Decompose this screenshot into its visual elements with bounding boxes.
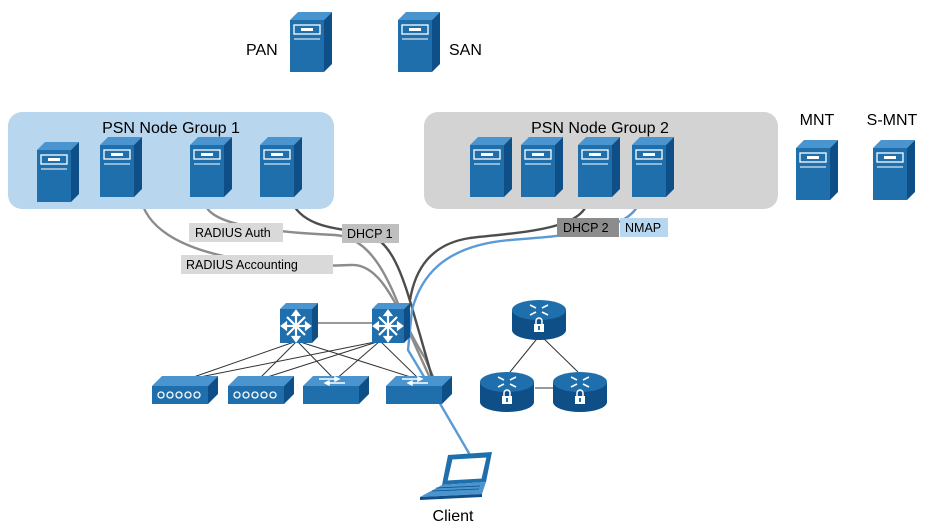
psn-node-group-1: PSN Node Group 1 — [8, 112, 334, 209]
link-dhcp-2: DHCP 2 — [557, 218, 619, 237]
laptop-icon — [420, 452, 492, 500]
radius-accounting-label: RADIUS Accounting — [186, 258, 298, 272]
switch-icon — [385, 375, 453, 405]
hub-icon — [227, 375, 295, 405]
radius-auth-tag — [189, 223, 283, 242]
router-icon — [479, 371, 535, 413]
group-1-title: PSN Node Group 1 — [102, 120, 240, 137]
client-laptop: Client — [420, 452, 492, 525]
psn-node-group-2: PSN Node Group 2 — [424, 112, 778, 209]
router-icon — [552, 371, 608, 413]
group-2-title: PSN Node Group 2 — [531, 120, 669, 137]
link-dhcp-1: DHCP 1 — [342, 224, 399, 243]
san-label: SAN — [449, 42, 482, 59]
pan-label: PAN — [246, 42, 278, 59]
radius-accounting-tag — [181, 255, 333, 274]
link-radius-accounting: RADIUS Accounting — [181, 255, 333, 274]
server-icon — [469, 136, 513, 198]
dhcp-1-label: DHCP 1 — [347, 227, 393, 241]
server-icon — [795, 139, 839, 201]
group-1-panel — [8, 112, 334, 209]
dhcp-1-tag — [342, 224, 399, 243]
nmap-label: NMAP — [625, 221, 661, 235]
server-icon — [36, 141, 80, 203]
server-icon — [189, 136, 233, 198]
client-label: Client — [433, 508, 474, 525]
san-server: SAN — [397, 11, 482, 73]
layer3-switch-icon — [278, 301, 320, 345]
server-icon — [397, 11, 441, 73]
link-radius-auth: RADIUS Auth — [189, 223, 283, 242]
router-icon — [511, 299, 567, 341]
mnt-node: MNT — [795, 112, 839, 201]
server-icon — [631, 136, 675, 198]
server-icon — [520, 136, 564, 198]
nmap-tag — [620, 218, 668, 237]
layer3-switch-icon — [370, 301, 412, 345]
dhcp-2-tag — [557, 218, 619, 237]
server-icon — [577, 136, 621, 198]
s-mnt-node: S-MNT — [867, 112, 918, 201]
server-icon — [99, 136, 143, 198]
dhcp-2-label: DHCP 2 — [563, 221, 609, 235]
s-mnt-label: S-MNT — [867, 112, 918, 129]
server-icon — [259, 136, 303, 198]
radius-auth-label: RADIUS Auth — [195, 226, 271, 240]
link-nmap: NMAP — [620, 218, 668, 237]
pan-server: PAN — [246, 11, 333, 73]
switch-icon — [302, 375, 370, 405]
server-icon — [289, 11, 333, 73]
server-icon — [872, 139, 916, 201]
mnt-label: MNT — [800, 112, 835, 129]
hub-icon — [151, 375, 219, 405]
